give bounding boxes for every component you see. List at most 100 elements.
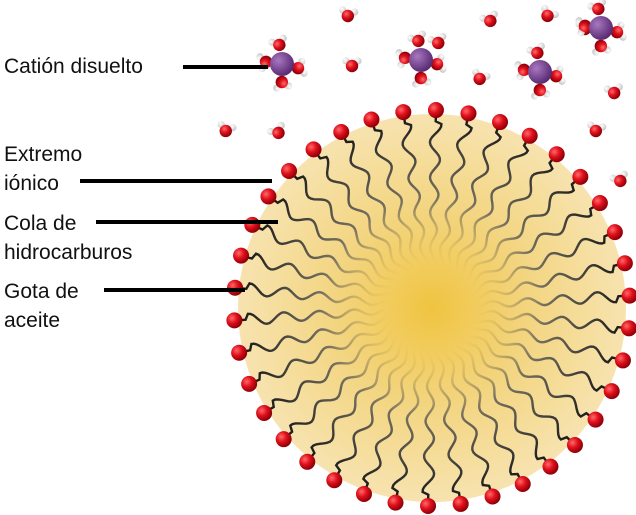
ionic-head [420,497,437,514]
water-molecule [395,49,412,69]
water-molecule [412,71,432,88]
water-molecule [291,57,308,77]
water-molecule [592,39,612,56]
water-molecule [609,170,628,188]
ionic-head [333,124,350,141]
hydrocarbon-tail [240,282,399,307]
cation-ion [270,52,294,76]
ionic-head [233,247,250,264]
ionic-head [572,168,589,185]
hydrocarbon-tail [372,124,424,276]
hydrocarbon-tail [246,252,400,300]
ionic-head [260,188,277,205]
hydrocarbon-tail [455,331,572,442]
hydrocarbon-tail [254,319,401,383]
dissolved-cation [575,0,627,56]
ionic-head [548,146,565,163]
ionic-head [281,163,298,180]
water-molecule [472,68,491,86]
ionic-head [614,352,631,369]
hydrocarbon-tail [428,116,443,275]
water-molecule [549,65,566,85]
hydrocarbon-tail [465,309,624,334]
ionic-head [299,453,316,470]
water-molecule [407,30,426,48]
dissolved-cation [395,30,447,88]
label-tail: Cola de hidrocarburos [4,212,133,264]
hydrocarbon-tail [272,198,405,290]
hydrocarbon-tail [240,306,399,326]
water-molecule [273,75,293,92]
hydrocarbon-tail [342,136,418,278]
ionic-head [241,375,258,392]
hydrocarbon-tail [464,316,618,364]
water-molecule [479,10,498,28]
water-molecule [342,57,362,73]
ionic-head [363,111,380,128]
cation-ion [528,60,552,84]
ionic-head [514,475,531,492]
ionic-head [256,404,273,421]
hydrocarbon-tail [310,333,412,458]
hydrocarbon-tail [459,326,592,418]
ionic-head [387,494,404,511]
hydrocarbon-tail [442,127,503,277]
ionic-head [460,105,477,122]
hydrocarbon-tail [361,339,422,489]
label-ionic-end: Extremo iónico [4,143,83,195]
hydrocarbon-tail [421,341,436,500]
hydrocarbon-tail [460,205,596,292]
ionic-head [621,287,636,304]
hydrocarbon-tail [463,233,610,297]
ionic-head [452,495,469,512]
ionic-head [355,485,372,502]
water-molecule [587,0,606,16]
water-molecule [541,4,559,23]
water-molecule [514,61,531,81]
water-molecule [430,53,447,73]
hydrocarbon-tail [292,174,409,285]
hydrocarbon-tail [257,224,402,295]
hydrocarbon-tail [437,119,474,276]
water-molecule [610,21,627,41]
ionic-head [227,279,244,296]
hydrocarbon-tail [434,341,463,499]
hydrocarbon-tail [452,158,554,283]
ionic-head [606,224,623,241]
ionic-head [603,383,620,400]
label-cation: Catión disuelto [4,55,143,78]
ionic-head [492,114,509,131]
hydrocarbon-tail [451,334,548,463]
hydrocarbon-tail [390,340,427,497]
ionic-head [521,127,538,144]
ionic-head [484,488,501,505]
water-molecule [427,32,447,50]
water-molecule [575,17,592,37]
hydrocarbon-tail [457,179,577,287]
water-molecule [603,83,623,100]
ionic-head [231,344,248,361]
ionic-head [542,458,559,475]
water-molecule [531,83,551,100]
cation-ion [409,48,433,72]
dissolved-cation [256,34,308,92]
ionic-head [566,436,583,453]
hydrocarbon-tail [316,153,413,282]
hydrocarbon-tail [464,263,620,303]
ionic-head [591,195,608,212]
ionic-head [620,320,636,337]
water-molecule [267,121,285,140]
ionic-head [395,104,412,121]
hydrocarbon-tail [446,338,522,480]
ionic-head [226,312,243,329]
water-molecule [526,42,545,60]
ionic-head [305,141,322,158]
hydrocarbon-tail [440,340,492,492]
label-droplet: Gota de aceite [4,280,79,332]
oil-droplet [238,114,626,502]
ionic-head [427,102,444,119]
ionic-head [244,216,261,233]
water-molecule [217,120,237,138]
ionic-head [326,472,343,489]
